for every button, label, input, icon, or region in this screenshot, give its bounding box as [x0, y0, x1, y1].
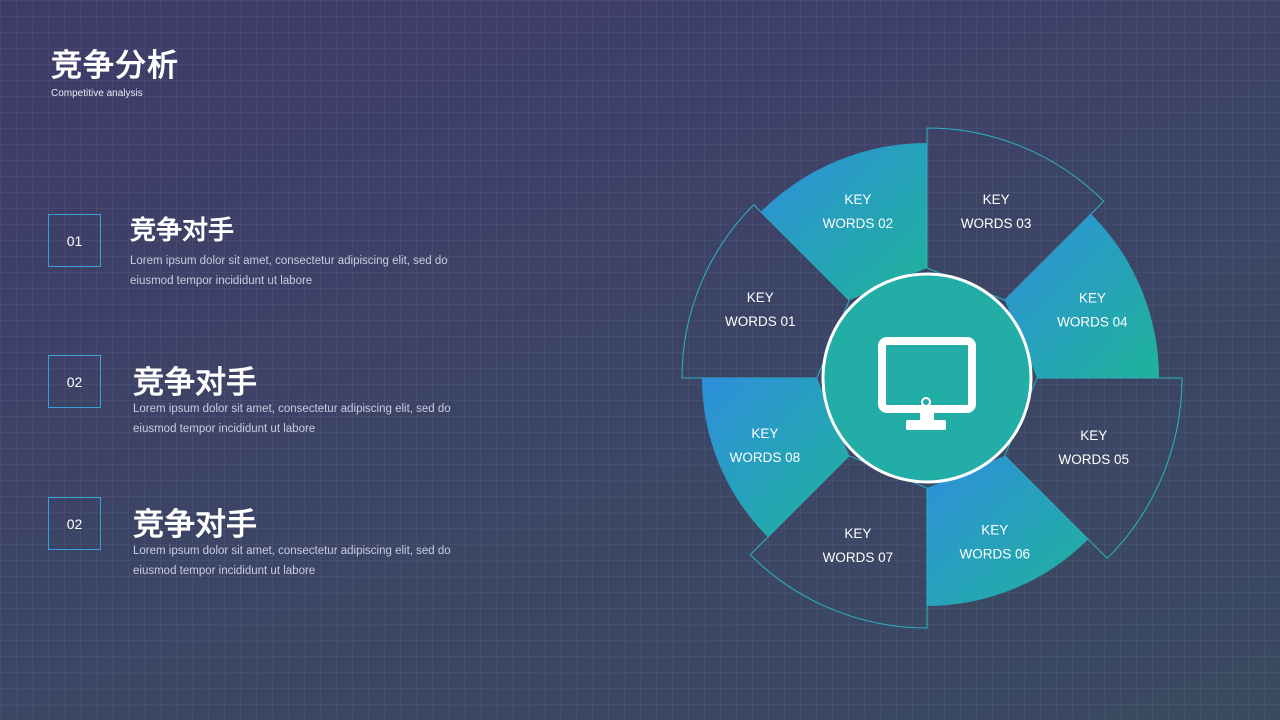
- center-hub: [821, 272, 1033, 484]
- item-description: Lorem ipsum dolor sit amet, consectetur …: [133, 403, 451, 435]
- wheel-segment: [702, 378, 850, 538]
- page-title: 竞争分析: [51, 48, 179, 83]
- wheel-segment: [926, 127, 1105, 301]
- wheel-segment: [1004, 377, 1183, 560]
- center-circle: [821, 272, 1033, 484]
- list-item: 02 竞争对手 Lorem ipsum dolor sit amet, cons…: [48, 497, 488, 587]
- item-number-box: 02: [48, 497, 101, 550]
- wheel-segment: [927, 455, 1089, 606]
- item-number-box: 01: [48, 214, 101, 267]
- item-title: 竞争对手: [130, 215, 235, 245]
- item-description: Lorem ipsum dolor sit amet, consectetur …: [130, 255, 448, 287]
- wheel-segment: [749, 455, 928, 629]
- list-item: 02 竞争对手 Lorem ipsum dolor sit amet, cons…: [48, 355, 488, 445]
- wheel-segment: [760, 143, 927, 301]
- item-number-box: 02: [48, 355, 101, 408]
- item-title: 竞争对手: [133, 507, 257, 542]
- wheel-segment: [681, 204, 850, 379]
- item-description: Lorem ipsum dolor sit amet, consectetur …: [133, 545, 451, 577]
- monitor-icon: [878, 337, 976, 430]
- page-subtitle: Competitive analysis: [51, 88, 143, 99]
- item-title: 竞争对手: [133, 365, 257, 400]
- list-item: 01 竞争对手 Lorem ipsum dolor sit amet, cons…: [48, 214, 488, 304]
- wheel-segment: [1004, 213, 1159, 378]
